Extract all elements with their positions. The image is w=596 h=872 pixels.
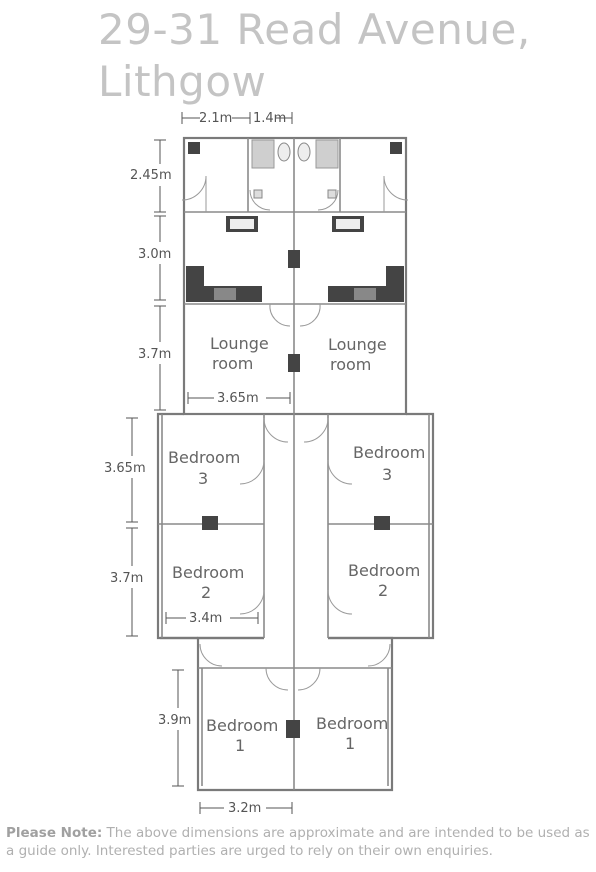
dim-bed2-depth: 3.7m [110, 571, 143, 586]
door-swing [263, 417, 289, 443]
room-lounge-left-line2: room [212, 354, 253, 373]
room-bed3-left-line1: Bedroom [168, 448, 240, 467]
doors [181, 175, 409, 691]
basin-icon [327, 189, 337, 199]
door-swing [299, 303, 321, 327]
kitchen-counter-right [328, 266, 404, 302]
heater-icon [288, 354, 300, 372]
lower-block-wall [196, 636, 394, 792]
door-swing [249, 189, 271, 211]
door-swing [327, 459, 353, 485]
basin-icon [253, 189, 263, 199]
heater-icon [374, 516, 390, 530]
title-line-2: Lithgow [98, 57, 267, 106]
door-swing [239, 459, 265, 485]
heater-icon [202, 516, 218, 530]
hot-water-icon [188, 142, 200, 154]
room-bed1-left-line2: 1 [235, 736, 245, 755]
room-bed2-right-line1: Bedroom [348, 561, 420, 580]
shower-icon [251, 139, 275, 169]
outer-walls [156, 136, 435, 792]
dim-bed1-width: 3.2m [228, 801, 261, 816]
door-swing [327, 589, 353, 615]
dim-lounge-width: 3.65m [217, 391, 259, 406]
door-swing [181, 175, 207, 201]
room-lounge-right-line1: Lounge [328, 335, 387, 354]
room-bed3-left-line2: 3 [198, 469, 208, 488]
door-swing [199, 643, 223, 667]
room-bed2-left-line2: 2 [201, 583, 211, 602]
interior-walls [158, 138, 433, 790]
dim-top-width-b: 1.4m [253, 111, 286, 126]
room-lounge-left-line1: Lounge [210, 334, 269, 353]
cooktop-icon [214, 288, 236, 300]
room-bed1-right-line2: 1 [345, 734, 355, 753]
disclaimer-note: Please Note: The above dimensions are ap… [6, 824, 596, 860]
dim-lounge-depth: 3.7m [138, 347, 171, 362]
heater-icon [286, 720, 300, 738]
room-lounge-right-line2: room [330, 355, 371, 374]
room-bed1-right-line1: Bedroom [316, 714, 388, 733]
dim-bed2-width: 3.4m [189, 611, 222, 626]
toilet-icon [277, 142, 291, 162]
heater-icon [288, 250, 300, 268]
dimension-lines [126, 112, 293, 814]
door-swing [367, 643, 391, 667]
page-title: 29-31 Read Avenue, Lithgow [98, 4, 531, 108]
upper-block-wall [182, 136, 408, 416]
sink-basin [230, 219, 254, 229]
fixtures [186, 139, 404, 738]
title-line-1: 29-31 Read Avenue, [98, 5, 531, 54]
cooktop-icon [354, 288, 376, 300]
room-bed2-left-line1: Bedroom [172, 563, 244, 582]
room-bed3-right-line1: Bedroom [353, 443, 425, 462]
door-swing [317, 189, 339, 211]
dim-kitchen-depth: 3.0m [138, 247, 171, 262]
dim-top-width-a: 2.1m [199, 111, 232, 126]
sink-basin [336, 219, 360, 229]
room-bed1-left-line1: Bedroom [206, 716, 278, 735]
room-bed2-right-line2: 2 [378, 581, 388, 600]
hot-water-icon [390, 142, 402, 154]
dim-bathroom-depth: 2.45m [130, 168, 172, 183]
door-swing [383, 175, 409, 201]
door-swing [239, 589, 265, 615]
door-swing [265, 667, 289, 691]
door-swing [303, 417, 329, 443]
door-swing [297, 667, 321, 691]
door-swing [269, 303, 291, 327]
room-labels: Lounge room Lounge room Bedroom 3 Bedroo… [168, 334, 425, 755]
disclaimer-label: Please Note: [6, 825, 103, 841]
dim-bed1-depth: 3.9m [158, 713, 191, 728]
shower-icon [315, 139, 339, 169]
disclaimer-text: The above dimensions are approximate and… [6, 825, 590, 859]
dimension-labels: 2.1m 1.4m 2.45m 3.0m 3.7m 3.65m 3.65m 3.… [104, 111, 286, 816]
kitchen-counter-left [186, 266, 262, 302]
room-bed3-right-line2: 3 [382, 465, 392, 484]
dim-bed3-depth: 3.65m [104, 461, 146, 476]
toilet-icon [297, 142, 311, 162]
